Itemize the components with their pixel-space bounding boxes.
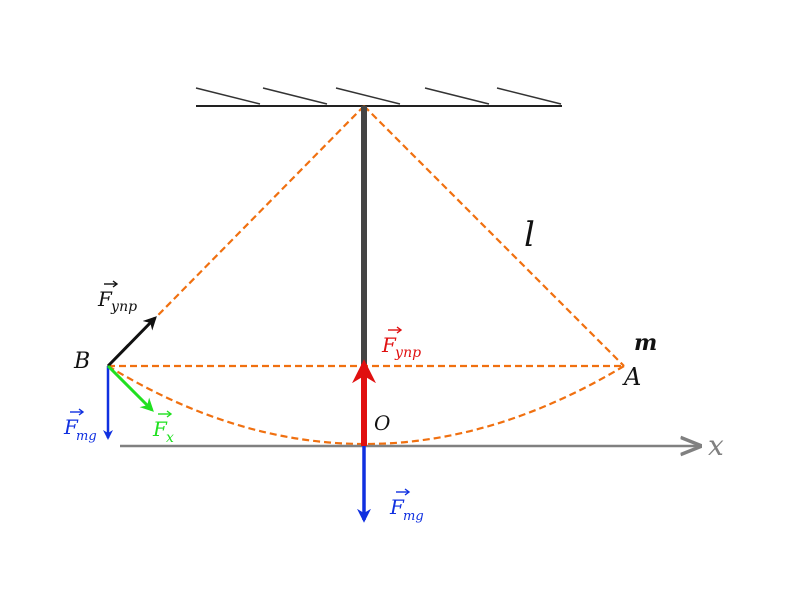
svg-text:x: x: [166, 430, 174, 446]
ceiling: [195, 87, 562, 107]
svg-text:F: F: [97, 287, 113, 311]
mass-label: m: [634, 330, 657, 356]
gravity-force-label-center: F mg: [389, 488, 424, 524]
string-left-position: [107, 105, 365, 367]
svg-text:F: F: [389, 495, 405, 519]
svg-text:mg: mg: [403, 509, 424, 524]
point-o-label: O: [374, 411, 390, 435]
svg-text:упр: упр: [394, 345, 421, 361]
gravity-force-label-b: F mg: [63, 408, 97, 444]
restoring-force-label-b: F x: [152, 410, 174, 446]
point-a-label: A: [622, 363, 641, 391]
svg-text:F: F: [381, 333, 397, 357]
length-label: l: [524, 215, 535, 255]
svg-text:mg: mg: [76, 429, 97, 444]
tension-force-arrow-b: [106, 316, 157, 368]
tension-force-label-b: F упр: [97, 280, 137, 315]
restoring-force-arrow-b: [106, 364, 154, 412]
x-axis-label: x: [708, 429, 724, 462]
point-b-label: B: [73, 349, 90, 374]
string-right-position: [363, 105, 625, 367]
tension-force-label-center: F упр: [381, 326, 421, 361]
svg-text:упр: упр: [110, 299, 137, 315]
svg-text:F: F: [152, 417, 168, 441]
svg-text:F: F: [63, 415, 79, 439]
swing-arc: [107, 365, 625, 446]
